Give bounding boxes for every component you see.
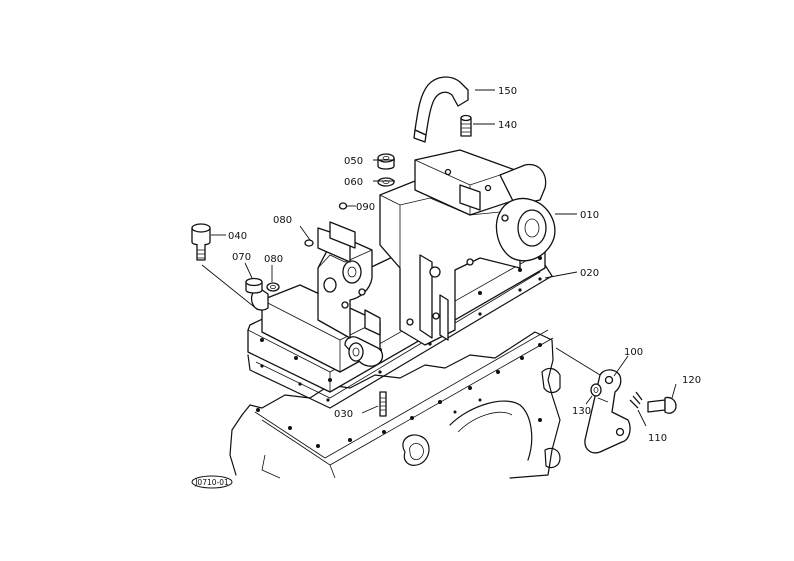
drawing-code: J0710-01: [194, 478, 229, 487]
callout-110: 110: [648, 433, 667, 444]
callout-040: 040: [228, 231, 247, 242]
transmission-case: [229, 329, 561, 479]
drawing-code-badge: J0710-01: [191, 475, 233, 489]
hex-nut: [377, 153, 395, 170]
washer: [377, 177, 395, 187]
bracket-o-ring: [590, 383, 602, 397]
o-ring: [266, 282, 280, 292]
small-screw: [338, 202, 348, 210]
callout-030: 030: [334, 409, 353, 420]
bracket-bolt: [647, 396, 677, 414]
callout-010: 010: [580, 210, 599, 221]
callout-130: 130: [572, 406, 591, 417]
callout-070: 070: [232, 252, 251, 263]
stud-bolt: [379, 391, 387, 417]
callout-090: 090: [356, 202, 375, 213]
callout-020: 020: [580, 268, 599, 279]
callout-100: 100: [624, 347, 643, 358]
callout-080-lower: 080: [264, 254, 283, 265]
gasket: [247, 264, 553, 409]
callout-080-upper: 080: [273, 215, 292, 226]
callout-150: 150: [498, 86, 517, 97]
breather-hose: [413, 76, 469, 143]
control-valve-body: [250, 221, 384, 373]
hex-bolt: [191, 223, 259, 311]
callout-140: 140: [498, 120, 517, 131]
spring-washer: [629, 391, 643, 409]
plug: [245, 277, 263, 294]
small-plug: [304, 239, 314, 247]
callout-060: 060: [344, 177, 363, 188]
hydraulic-lift-housing: [379, 149, 556, 346]
callout-labels: 150 140 050 060 090 010 080 040 070 080 …: [228, 86, 701, 444]
callout-050: 050: [344, 156, 363, 167]
callout-120: 120: [682, 375, 701, 386]
mounting-bracket: [584, 369, 631, 454]
hose-fitting: [460, 114, 472, 137]
leader-lines: [211, 89, 677, 427]
